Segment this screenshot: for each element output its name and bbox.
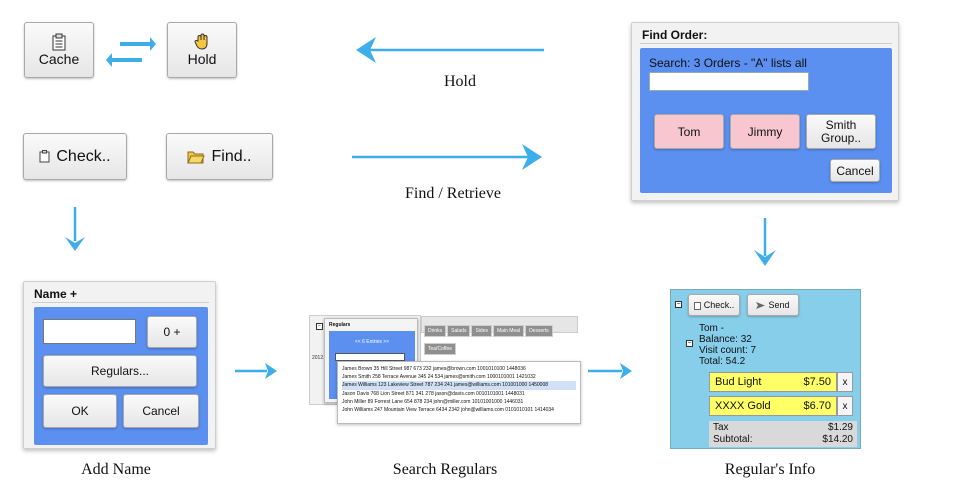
regulars-button[interactable]: Regulars... [43,355,197,387]
tax-value: $1.29 [827,422,853,433]
arrow-right [235,363,277,379]
list-item[interactable]: Jason Davis 768 Lion Street 871 341 278 … [342,390,525,397]
order-button-smith-group[interactable]: Smith Group.. [806,114,876,149]
list-item-selected[interactable]: James Williams 123 Lakeview Street 787 2… [342,381,576,390]
clipboard-icon [39,150,50,163]
find-order-panel: Find Order: Search: 3 Orders - "A" lists… [631,22,899,201]
add-name-ok-button[interactable]: OK [43,394,117,428]
order-button-jimmy[interactable]: Jimmy [730,114,800,149]
find-label: Find.. [211,147,252,165]
order-item[interactable]: XXXX Gold $6.70 [709,396,837,416]
order-item[interactable]: Bud Light $7.50 [709,372,837,392]
regular-check-button[interactable]: Check.. [688,294,740,316]
regulars-side-text: 2012.3 [312,355,328,361]
list-item[interactable]: James Brown 35 Hill Street 987 673 232 j… [342,366,526,372]
find-order-search-input[interactable] [649,72,809,91]
arrow-down [65,207,85,251]
regular-info-caption: Regular's Info [724,461,816,478]
order-item-name: XXXX Gold [715,400,771,412]
totals-box: Tax $1.29 Subtotal: $14.20 [709,421,857,447]
add-name-title: Name + [34,287,78,301]
remove-item-button[interactable]: x [837,372,853,392]
remove-item-button[interactable]: x [837,396,853,416]
collapse-icon: − [316,323,323,330]
customer-visit-count: Visit count: 7 [699,345,757,356]
arrow-right [588,363,632,379]
tab-drinks[interactable]: Drinks [424,325,447,337]
regular-check-label: Check.. [703,300,735,310]
order-item-price: $6.70 [803,400,831,412]
arrow-down [754,218,776,266]
clipboard-icon [52,33,66,51]
add-name-caption: Add Name [81,461,151,478]
find-order-title: Find Order: [642,28,708,42]
collapse-icon[interactable]: − [675,301,682,308]
tab-tea-coffee[interactable]: Tea/Coffee [424,343,457,355]
send-button[interactable]: Send [747,294,799,316]
tab-main-meal[interactable]: Main Meal [492,325,525,337]
name-input[interactable] [43,319,136,344]
list-item[interactable]: John Miller 89 Forrest Lane 654 878 234 … [342,398,524,405]
find-caption: Find / Retrieve [405,185,501,202]
subtotal-value: $14.20 [822,434,853,445]
add-name-cancel-button[interactable]: Cancel [123,394,199,428]
add-name-body: 0 + Regulars... OK Cancel [34,307,208,445]
send-label: Send [768,300,790,310]
customer-total: Total: 54.2 [699,356,746,367]
hand-icon [194,33,208,50]
order-button-tom[interactable]: Tom [654,114,724,149]
hold-caption: Hold [444,73,476,90]
search-label: Search: 3 Orders - "A" lists all [649,56,807,70]
tab-sides[interactable]: Sides [471,325,492,337]
send-icon [756,301,766,309]
list-item[interactable]: James Smith 258 Terrace Avenue 345 24 53… [342,374,536,381]
arrow-left [356,37,544,63]
add-name-panel: Name + 0 + Regulars... OK Cancel [23,281,216,449]
hold-label: Hold [187,51,217,67]
find-order-cancel-button[interactable]: Cancel [830,159,880,182]
tax-label: Tax [713,422,729,433]
regulars-window-title: Regulars [329,322,351,328]
regulars-results-list: James Brown 35 Hill Street 987 673 232 j… [337,361,581,424]
check-button[interactable]: Check.. [23,133,127,180]
list-item[interactable]: John Williams 247 Mountain View Terrace … [342,407,554,414]
regulars-search-input[interactable] [335,353,405,361]
hold-button[interactable]: Hold [167,22,237,78]
guest-count-button[interactable]: 0 + [147,316,197,348]
arrow-right [352,144,542,170]
cache-button[interactable]: Cache [24,22,94,78]
swap-arrows-icon [106,37,156,67]
clipboard-icon [693,301,701,310]
customer-balance: Balance: 32 [699,334,752,345]
cache-label: Cache [38,51,80,67]
collapse-icon[interactable]: − [686,340,693,347]
find-order-body: Search: 3 Orders - "A" lists all Tom Jim… [640,48,892,193]
tab-desserts[interactable]: Desserts [525,325,553,337]
customer-name: Tom - [699,323,724,334]
tab-salads[interactable]: Salads [447,325,471,337]
order-item-price: $7.50 [803,376,831,388]
find-button[interactable]: Find.. [166,133,273,180]
order-item-name: Bud Light [715,376,762,388]
check-label: Check.. [56,147,111,165]
search-regulars-caption: Search Regulars [392,461,498,478]
folder-icon [187,151,206,163]
entries-label[interactable]: << 6 Entries >> [354,339,390,345]
subtotal-label: Subtotal: [713,434,753,445]
regular-info-panel: − Check.. Send Tom - − Balance: 32 Visit… [670,289,861,449]
